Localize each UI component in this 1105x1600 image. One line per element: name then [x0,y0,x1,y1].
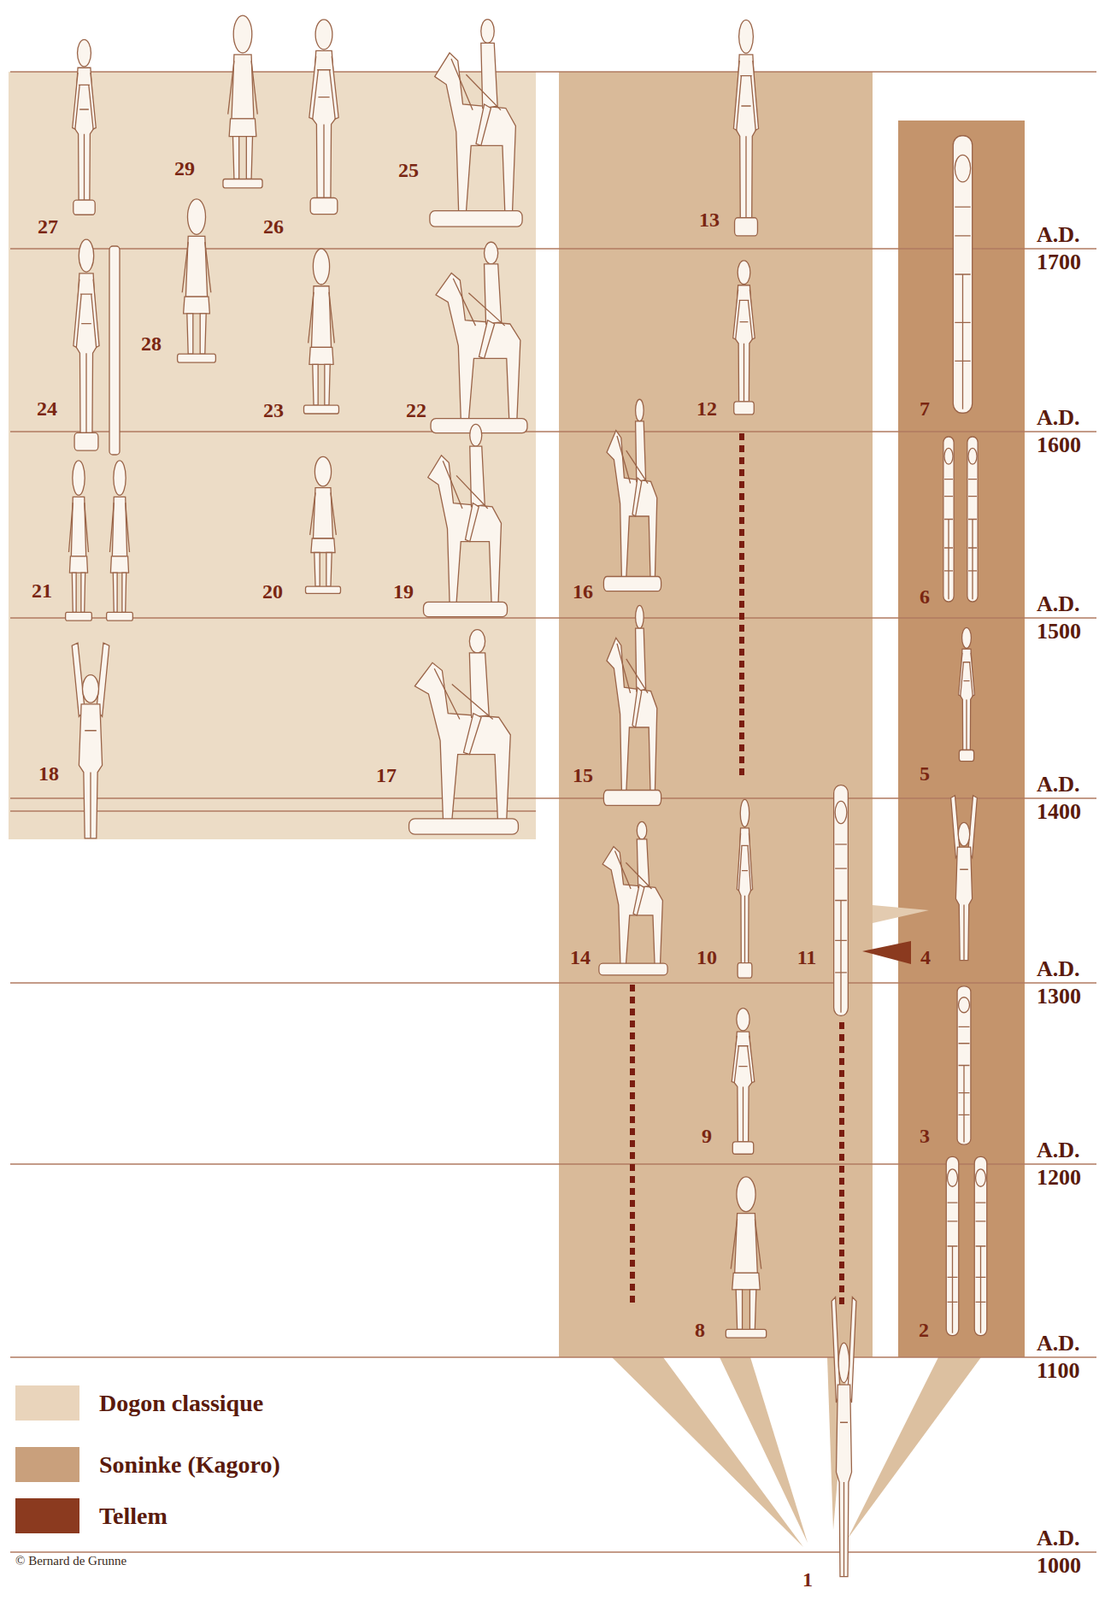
callout-number: 21 [31,580,53,601]
callout-number: 25 [398,159,419,181]
legend-label: Soninke (Kagoro) [99,1452,281,1477]
callout-number: 23 [263,399,284,421]
legend-label: Dogon classique [99,1391,264,1416]
legend-swatch [15,1446,80,1482]
callout-number: 12 [696,398,718,419]
callout-number: 20 [262,581,283,602]
callout-number: 18 [38,763,59,784]
callout-number: 4 [920,946,931,968]
legend-swatch [15,1498,80,1534]
callout-number: 22 [405,399,427,421]
callout-number: 5 [919,763,930,784]
date-label: A.D. 1200 [1036,1136,1092,1192]
callout-number: 14 [570,946,591,968]
date-label: A.D. 1700 [1036,221,1092,277]
callout-number: 1 [802,1569,813,1590]
callout-number: 3 [919,1125,930,1147]
copyright-note: © Bernard de Grunne [15,1553,127,1569]
date-label: A.D. 1600 [1036,404,1092,459]
callout-number: 26 [263,216,284,237]
callout-number: 24 [36,398,58,419]
legend-label: Tellem [99,1504,168,1529]
callout-number: 7 [919,398,930,419]
callout-number: 27 [37,216,59,237]
legend-swatch [15,1385,80,1421]
callout-number: 11 [797,946,817,968]
callout-number: 15 [572,764,594,786]
date-label: A.D. 1400 [1036,770,1092,826]
date-label: A.D. 1100 [1036,1329,1092,1385]
callout-number: 6 [919,586,930,607]
callout-number: 28 [141,333,162,354]
callout-number: 19 [393,581,414,602]
callout-number: 8 [694,1319,706,1341]
callout-number: 16 [572,581,594,602]
callout-number: 2 [918,1319,929,1341]
date-label: A.D. 1300 [1036,955,1092,1011]
callout-number: 13 [699,209,720,230]
callout-number: 9 [701,1125,712,1147]
date-label: A.D. 1500 [1036,590,1092,646]
callout-number: 17 [376,764,397,786]
callout-number: 10 [696,946,718,968]
callout-number: 29 [174,158,195,179]
date-label: A.D. 1000 [1036,1524,1092,1580]
